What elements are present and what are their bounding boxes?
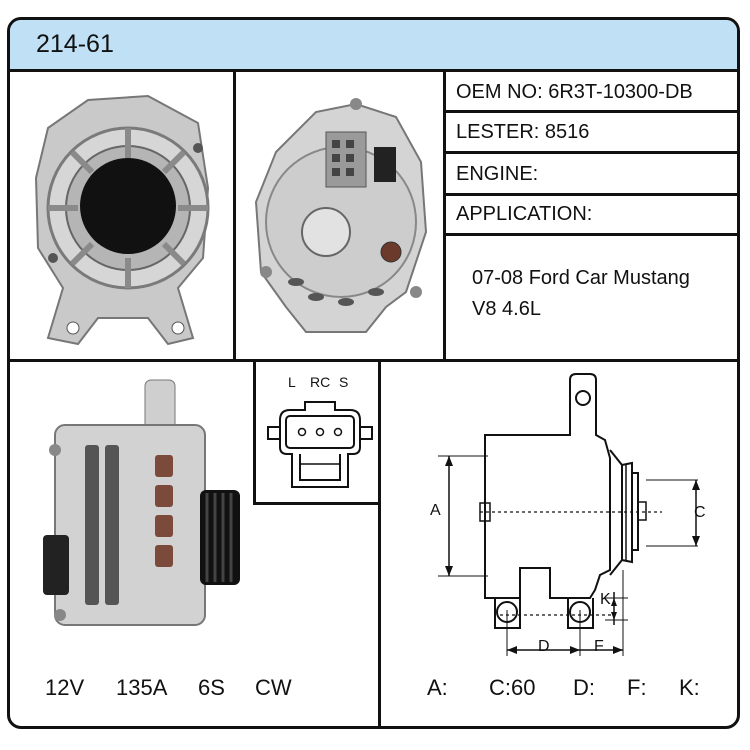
diagram-label-c: C: [694, 504, 706, 521]
oem-number: OEM NO: 6R3T-10300-DB: [456, 81, 693, 103]
alternator-rear-image: [254, 98, 428, 333]
amperage: 135A: [116, 675, 168, 700]
divider-v2: [443, 72, 446, 362]
pin-label-l: L: [288, 374, 296, 390]
application-label: APPLICATION:: [456, 203, 593, 225]
divider-spec-2: [443, 151, 737, 154]
diagram-label-d: D: [538, 638, 550, 655]
application-line-2: V8 4.6L: [472, 298, 541, 320]
divider-h-middle: [10, 359, 737, 362]
divider-spec-1: [443, 110, 737, 113]
connector-box-bottom: [253, 502, 381, 505]
divider-v1: [233, 72, 236, 362]
diagram-label-a: A: [430, 502, 441, 519]
dimension-f: F:: [627, 675, 647, 700]
alternator-side-image: [43, 379, 240, 626]
connector-diagram: [267, 401, 373, 488]
divider-spec-4: [443, 233, 737, 236]
divider-spec-3: [443, 193, 737, 196]
dimension-c: C:60: [489, 675, 536, 700]
connector-box-left: [253, 362, 256, 505]
diagram-label-k: K: [600, 591, 611, 608]
alternator-front-image: [34, 94, 210, 346]
pulley-type: 6S: [198, 675, 225, 700]
dimension-d: D:: [573, 675, 595, 700]
diagram-label-f: F: [594, 638, 604, 655]
part-number: 214-61: [36, 30, 114, 58]
rotation: CW: [255, 675, 292, 700]
pin-label-rc: RC: [310, 374, 331, 390]
product-card: 214-61 OEM NO: 6R3T-10300-DB LESTER: 851…: [7, 17, 740, 729]
engine-label: ENGINE:: [456, 163, 539, 185]
dimension-k: K:: [679, 675, 700, 700]
dimension-a: A:: [427, 675, 448, 700]
dimension-diagram: [438, 373, 700, 656]
voltage: 12V: [45, 675, 85, 700]
header-bar: 214-61: [10, 20, 737, 72]
application-line-1: 07-08 Ford Car Mustang: [472, 267, 690, 289]
divider-v3: [378, 362, 381, 726]
lester-number: LESTER: 8516: [456, 121, 590, 143]
pin-label-s: S: [339, 374, 349, 390]
